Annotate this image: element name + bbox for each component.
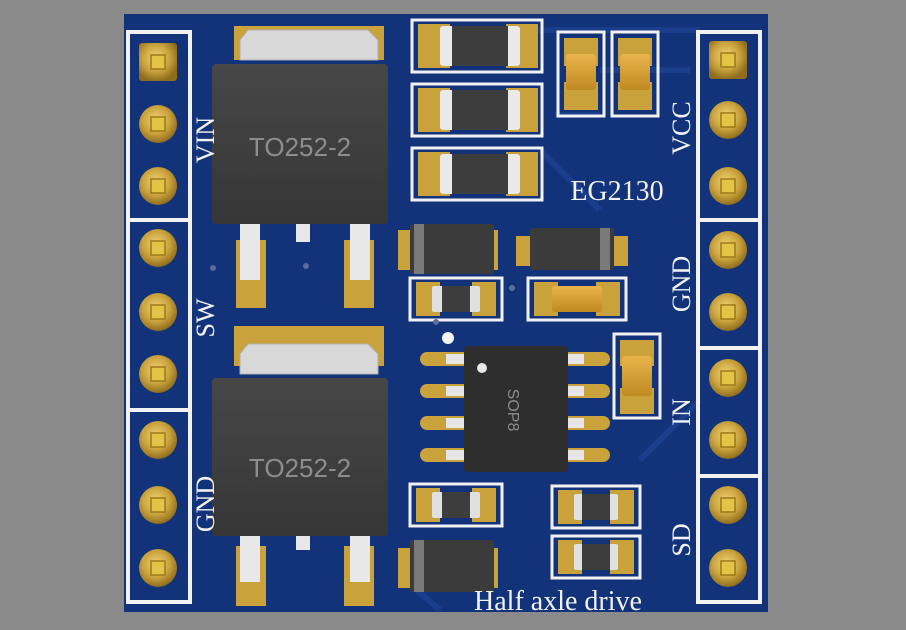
- capacitor-in: [612, 332, 662, 420]
- label-vin: VIN: [191, 117, 220, 163]
- label-gnd-right: GND: [667, 256, 696, 312]
- diode-bottom-left: [398, 540, 498, 592]
- regulator-bottom: [212, 326, 388, 606]
- label-in: IN: [667, 398, 696, 426]
- label-vcc: VCC: [667, 101, 696, 154]
- label-gnd-left: GND: [191, 476, 220, 532]
- resistor-bottom-left: [408, 482, 504, 528]
- resistor-bottom-right-1: [550, 484, 642, 530]
- label-sd: SD: [667, 523, 696, 556]
- diode-left: [398, 224, 498, 274]
- pin1-dot: [442, 332, 454, 344]
- regulator-bottom-label: TO252-2: [249, 453, 351, 483]
- smd-resistor-array-top: [410, 18, 544, 202]
- left-header-outline: [126, 30, 192, 604]
- right-header-outline: [696, 30, 762, 604]
- diode-right: [516, 228, 628, 270]
- label-sw: SW: [191, 298, 220, 337]
- capacitor-mid-right: [526, 276, 628, 322]
- right-header-pins: [708, 40, 748, 588]
- board-caption: Half axle drive: [474, 586, 642, 617]
- left-header-pins: [138, 42, 178, 588]
- vias: [210, 265, 515, 325]
- resistor-mid-left: [408, 276, 504, 322]
- resistor-bottom-right-2: [550, 534, 642, 580]
- capacitors-top-right: [556, 30, 660, 118]
- driver-ic-name: EG2130: [570, 176, 663, 207]
- sop8-label: SOP8: [504, 389, 521, 432]
- sop8-ic: [420, 346, 610, 472]
- regulator-top: [212, 26, 388, 308]
- regulator-top-label: TO252-2: [249, 132, 351, 162]
